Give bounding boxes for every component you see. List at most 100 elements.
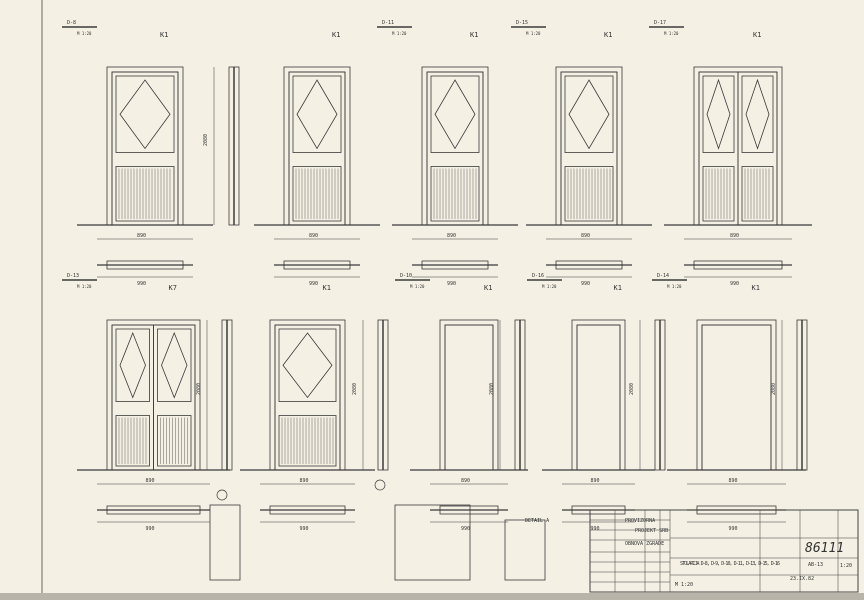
description: OBNOVA ZGRADE bbox=[625, 541, 664, 547]
door-elevation: 890 K1 D-16 M 1:20 990 bbox=[527, 273, 655, 532]
plan-dimension-label: 990 bbox=[730, 281, 739, 287]
door-label: D-15 bbox=[516, 20, 528, 26]
door-section: 2080 bbox=[196, 319, 233, 471]
door-type-tag: K1 bbox=[484, 284, 492, 292]
plan-dimension-label: 990 bbox=[137, 281, 146, 287]
plan-dimension-label: 990 bbox=[309, 281, 318, 287]
door-label: D-14 bbox=[657, 273, 669, 279]
scale-label: M 1:20 bbox=[526, 31, 541, 36]
upper-panel bbox=[292, 75, 342, 153]
scale-label: M 1:20 bbox=[542, 284, 557, 289]
height-label: 2080 bbox=[203, 134, 209, 146]
sheet-code: AB-13 bbox=[808, 562, 823, 568]
diamond-panel bbox=[745, 78, 770, 150]
dimension-label: 890 bbox=[137, 233, 146, 239]
plan-dimension-label: 990 bbox=[146, 526, 155, 532]
lower-panel bbox=[702, 166, 735, 222]
height-label: 2080 bbox=[771, 383, 777, 395]
plan-dimension-label: 990 bbox=[729, 526, 738, 532]
scale-label: M 1:20 bbox=[664, 31, 679, 36]
detail-sketch bbox=[209, 479, 546, 581]
bottom-scan-edge bbox=[0, 593, 864, 600]
door-type-tag: K1 bbox=[753, 31, 761, 39]
scale-label: M 1:20 bbox=[77, 31, 92, 36]
upper-panel bbox=[702, 75, 735, 153]
lower-panel bbox=[278, 415, 337, 467]
project-subtitle: PROJEKT SRB bbox=[635, 528, 668, 534]
drawing-number: 86111 bbox=[805, 541, 844, 556]
door-type-tag: K1 bbox=[604, 31, 612, 39]
content-description: STOLARIJA D-8, D-9, D-10, D-11, D-13, D-… bbox=[680, 561, 780, 567]
upper-panel bbox=[278, 328, 337, 402]
plan-door bbox=[269, 505, 346, 515]
scale: 1:20 bbox=[840, 563, 852, 569]
detail-marker bbox=[374, 479, 386, 491]
lower-panel bbox=[292, 166, 342, 222]
section-detail bbox=[209, 504, 241, 581]
door-section: 2080 bbox=[629, 319, 666, 471]
dimension-label: 890 bbox=[309, 233, 318, 239]
diamond-panel bbox=[119, 331, 146, 399]
door-label: D-17 bbox=[654, 20, 666, 26]
scale-label: M 1:20 bbox=[410, 284, 425, 289]
plan-door bbox=[106, 505, 201, 515]
lower-panel bbox=[741, 166, 774, 222]
diamond-panel bbox=[119, 79, 171, 150]
diamond-panel bbox=[161, 331, 188, 399]
diamond-panel bbox=[282, 332, 333, 399]
door-type-tag: K1 bbox=[614, 284, 622, 292]
diamond-panel bbox=[568, 79, 610, 150]
door-type-tag: K1 bbox=[470, 31, 478, 39]
sheet-scale: M 1:20 bbox=[675, 582, 693, 588]
diamond-panel bbox=[296, 79, 338, 150]
lower-panel bbox=[430, 166, 480, 222]
door-label: D-11 bbox=[382, 20, 394, 26]
scale-label: M 1:20 bbox=[392, 31, 407, 36]
dimension-label: 890 bbox=[591, 478, 600, 484]
dimension-label: 890 bbox=[729, 478, 738, 484]
plan-door bbox=[283, 260, 351, 270]
plan-dimension-label: 990 bbox=[300, 526, 309, 532]
door-label: D-13 bbox=[67, 273, 79, 279]
detail-box bbox=[394, 504, 471, 581]
plan-dimension-label: 990 bbox=[591, 526, 600, 532]
height-label: 2080 bbox=[629, 383, 635, 395]
door-section: 2080 bbox=[771, 319, 808, 471]
scale-label: M 1:20 bbox=[77, 284, 92, 289]
dimension-label: 890 bbox=[300, 478, 309, 484]
upper-panel bbox=[115, 328, 150, 402]
plan-door bbox=[421, 260, 489, 270]
detail-note: DETAIL A bbox=[525, 518, 549, 524]
plan-door bbox=[555, 260, 623, 270]
detail-annotation: DETAIL A bbox=[525, 518, 549, 524]
dimension-label: 890 bbox=[730, 233, 739, 239]
door-type-tag: K1 bbox=[752, 284, 760, 292]
plan-dimension-label: 990 bbox=[461, 526, 470, 532]
door-type-tag: K1 bbox=[332, 31, 340, 39]
upper-panel bbox=[430, 75, 480, 153]
plan-dimension-label: 990 bbox=[581, 281, 590, 287]
detail-marker bbox=[216, 489, 228, 501]
dimension-label: 890 bbox=[447, 233, 456, 239]
glass-detail bbox=[504, 519, 546, 581]
dimension-label: 890 bbox=[146, 478, 155, 484]
upper-panel bbox=[157, 328, 192, 402]
door-section: 2080 bbox=[489, 319, 526, 471]
door-label: D-16 bbox=[532, 273, 544, 279]
plan-door bbox=[693, 260, 783, 270]
plan-door bbox=[106, 260, 184, 270]
upper-panel bbox=[741, 75, 774, 153]
height-label: 2080 bbox=[196, 383, 202, 395]
door-section: 2080 bbox=[203, 66, 240, 226]
lower-panel bbox=[564, 166, 614, 222]
door-type-tag: K7 bbox=[169, 284, 177, 292]
height-label: 2080 bbox=[352, 383, 358, 395]
